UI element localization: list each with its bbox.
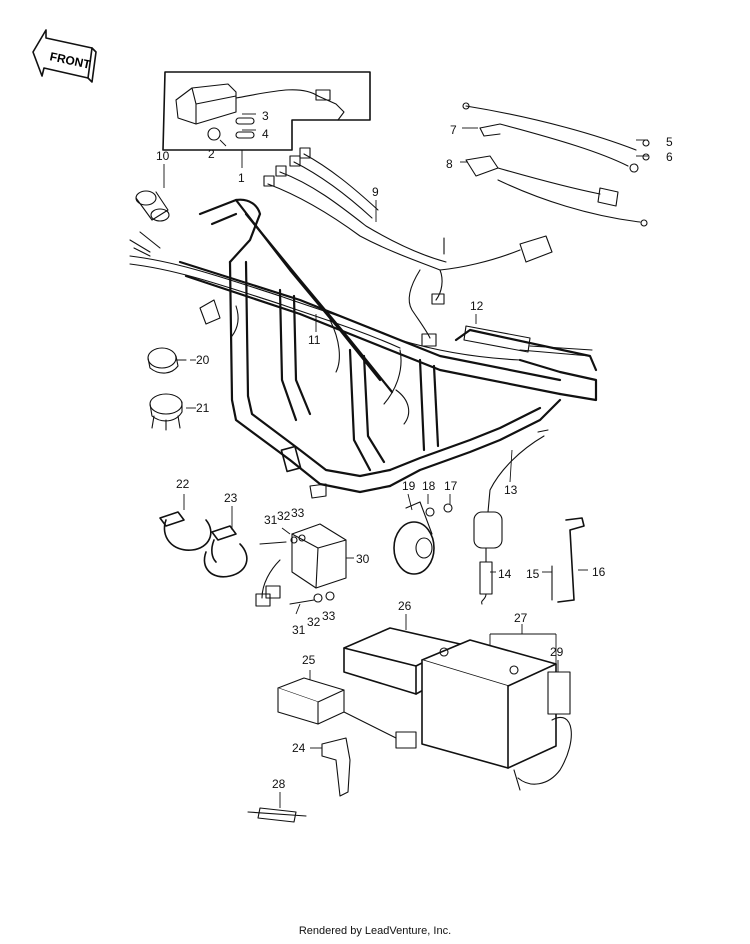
- callout-31-upper: 31: [264, 513, 278, 527]
- callout-19: 19: [402, 479, 416, 493]
- callout-23: 23: [224, 491, 238, 505]
- callout-29: 29: [550, 645, 564, 659]
- footer-credit: Rendered by LeadVenture, Inc.: [298, 925, 452, 937]
- callout-25: 25: [302, 653, 316, 667]
- callout-32-lower: 32: [307, 615, 321, 629]
- callout-labels: 1 2 3 4 5 6 7 8 9 10 11 12 13 14 15 16 1…: [156, 109, 673, 791]
- callout-16: 16: [592, 565, 606, 579]
- callout-15: 15: [526, 567, 540, 581]
- callout-2: 2: [208, 147, 215, 161]
- callout-30: 30: [356, 552, 370, 566]
- callout-14: 14: [498, 567, 512, 581]
- connector-strip: [463, 325, 531, 353]
- battery: [421, 639, 572, 791]
- bracket-parts: [551, 517, 585, 603]
- socket-part: [135, 190, 170, 222]
- callout-13: 13: [504, 483, 518, 497]
- leader-lines: [163, 113, 648, 808]
- battery-cables: [462, 102, 650, 227]
- ignition-coil: [473, 429, 549, 605]
- main-harness: [129, 231, 593, 425]
- fuse: [247, 807, 307, 823]
- callout-11: 11: [308, 333, 321, 347]
- callout-8: 8: [446, 157, 453, 171]
- callout-31-lower: 31: [292, 623, 306, 637]
- callout-33-lower: 33: [322, 609, 336, 623]
- igniter-unit: [255, 523, 347, 607]
- callout-22: 22: [176, 477, 190, 491]
- callout-28: 28: [272, 777, 286, 791]
- callout-17: 17: [444, 479, 458, 493]
- callout-32-upper: 32: [277, 509, 291, 523]
- wiring-harness: [263, 147, 553, 347]
- callout-27: 27: [514, 611, 528, 625]
- front-arrow-icon: FRONT: [32, 29, 97, 83]
- callout-33-upper: 33: [291, 506, 305, 520]
- callout-5: 5: [666, 135, 673, 149]
- callout-10: 10: [156, 149, 170, 163]
- callout-3: 3: [262, 109, 269, 123]
- battery-label: [547, 671, 571, 715]
- callout-6: 6: [666, 150, 673, 164]
- callout-9: 9: [372, 185, 379, 199]
- callout-20: 20: [196, 353, 210, 367]
- horn-part: [393, 501, 453, 575]
- callout-1: 1: [238, 171, 245, 185]
- motorcycle-frame: [178, 198, 598, 499]
- callout-26: 26: [398, 599, 412, 613]
- callout-12: 12: [470, 299, 484, 313]
- callout-24: 24: [292, 741, 306, 755]
- clamp-bands: [159, 511, 248, 578]
- callout-7: 7: [450, 123, 457, 137]
- callout-21: 21: [196, 401, 210, 415]
- fuse-box: [277, 677, 417, 797]
- relay-parts: [147, 347, 187, 431]
- callout-18: 18: [422, 479, 436, 493]
- callout-4: 4: [262, 127, 269, 141]
- regulator-inset: [162, 71, 371, 151]
